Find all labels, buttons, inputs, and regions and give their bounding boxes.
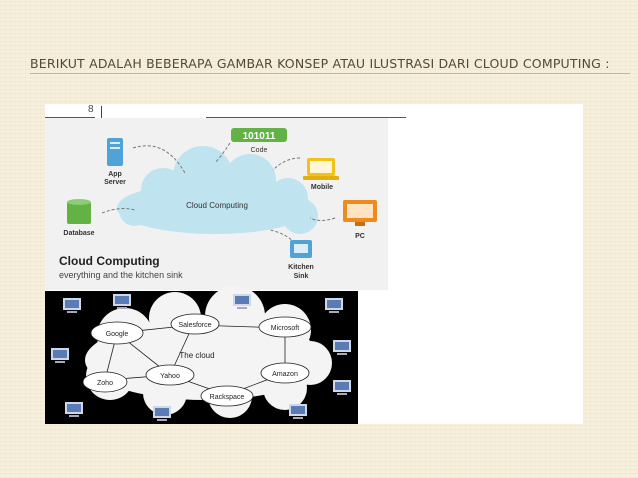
server-icon [107, 138, 123, 166]
cloud-node-google: Google [90, 321, 144, 345]
kitchen-sink-label-1: Kitchen [288, 264, 314, 271]
computer-icon [63, 298, 81, 313]
cloud-shape [117, 146, 318, 234]
computer-icon [65, 402, 83, 417]
salesforce-label: Salesforce [178, 322, 211, 329]
arrow-code [214, 142, 231, 164]
rackspace-label: Rackspace [210, 394, 245, 401]
arrow-app-server [132, 145, 186, 174]
microsoft-label: Microsoft [271, 325, 299, 332]
arrow-database [101, 208, 136, 214]
cloud-node-salesforce: Salesforce [170, 313, 220, 335]
illustrations: Cloud Computing 101011 Code App Serv [45, 118, 388, 424]
computer-icon [51, 348, 69, 363]
google-label: Google [106, 331, 129, 338]
image-panel: Cloud Computing 101011 Code App Serv [45, 118, 583, 424]
app-server-label-2: Server [104, 179, 126, 186]
cloud-node-zoho: Zoho [82, 371, 128, 393]
the-cloud-diagram: Salesforce Microsoft Google The cloud Ya… [45, 286, 358, 424]
computer-icon [333, 340, 351, 355]
strip-line-left [45, 117, 95, 118]
image-top-strip [45, 104, 583, 118]
cloud-label: Cloud Computing [186, 201, 248, 210]
code-bits: 101011 [243, 131, 276, 142]
laptop-icon [303, 158, 339, 180]
arrow-mobile [272, 157, 301, 171]
computer-icon [113, 294, 131, 309]
yahoo-label: Yahoo [160, 373, 180, 380]
amazon-label: Amazon [272, 371, 298, 378]
page-marker-divider [101, 106, 102, 118]
app-server-label-1: App [108, 171, 122, 178]
kitchen-sink-label-2: Sink [294, 273, 309, 280]
cloud-node-yahoo: Yahoo [145, 364, 195, 386]
computer-icon [289, 404, 307, 419]
zoho-label: Zoho [97, 380, 113, 387]
the-cloud-label: The cloud [179, 351, 214, 360]
strip-line-right [206, 117, 406, 118]
computer-icon [325, 298, 343, 313]
mobile-label: Mobile [311, 184, 333, 191]
code-badge [231, 128, 287, 142]
slide-title: BERIKUT ADALAH BEBERAPA GAMBAR KONSEP AT… [30, 56, 610, 71]
diagram1-subheading: everything and the kitchen sink [59, 270, 183, 280]
cloud-node-amazon: Amazon [260, 362, 310, 384]
arrow-pc [309, 217, 336, 221]
cloud-computing-diagram: Cloud Computing 101011 Code App Serv [45, 118, 388, 290]
code-label: Code [251, 147, 268, 154]
cloud-node-microsoft: Microsoft [258, 316, 312, 338]
cloud-node-rackspace: Rackspace [200, 385, 254, 407]
page-marker: 8 [88, 104, 94, 115]
database-icon [67, 199, 91, 224]
title-underline [30, 73, 630, 74]
kitchen-sink-icon [290, 240, 312, 258]
pc-icon [343, 200, 377, 226]
computer-icon [333, 380, 351, 395]
computer-icon [233, 294, 251, 309]
diagram1-heading: Cloud Computing [59, 254, 160, 268]
computer-icons [51, 294, 351, 421]
database-label: Database [63, 230, 94, 237]
pc-label: PC [355, 233, 365, 240]
computer-icon [153, 406, 171, 421]
